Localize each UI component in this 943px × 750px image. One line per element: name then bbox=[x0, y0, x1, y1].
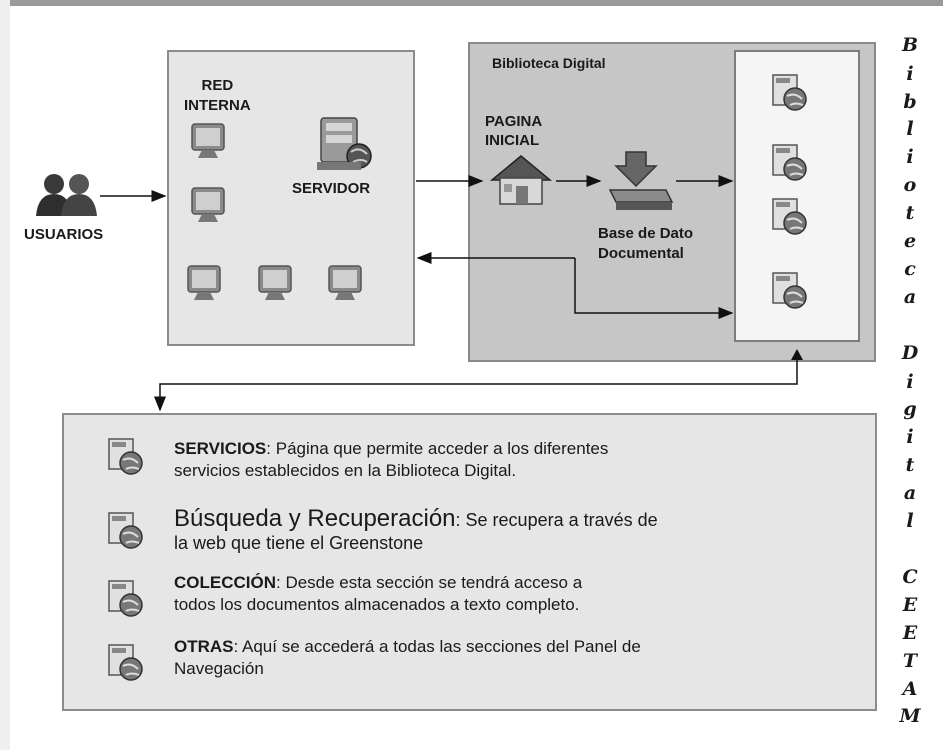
legend-description: : Aquí se accederá a todas las secciones… bbox=[233, 637, 641, 656]
database-label-line2: Documental bbox=[598, 245, 684, 262]
homepage-label-line1: PAGINA bbox=[485, 113, 543, 130]
side-title-letter: E bbox=[902, 594, 918, 616]
legend-description: : Se recupera a través de bbox=[455, 510, 658, 530]
network-title: RED INTERNA bbox=[184, 76, 251, 116]
side-title-letter: o bbox=[903, 174, 917, 196]
monitor-icon bbox=[187, 265, 221, 300]
side-title-letter: i bbox=[906, 63, 914, 85]
web-page-icon bbox=[772, 272, 807, 309]
web-page-icon bbox=[108, 580, 143, 617]
legend-box bbox=[62, 413, 877, 711]
legend-keyword: Búsqueda y Recuperación bbox=[174, 505, 456, 532]
side-title-letter: e bbox=[903, 230, 917, 252]
legend-item-servicios: SERVICIOS: Página que permite acceder a … bbox=[174, 438, 608, 482]
side-title-letter: D bbox=[901, 342, 919, 364]
homepage-label: PAGINA INICIAL bbox=[485, 112, 542, 150]
legend-description: Navegación bbox=[174, 659, 264, 678]
legend-keyword: SERVICIOS bbox=[174, 439, 267, 458]
legend-description: todos los documentos almacenados a texto… bbox=[174, 595, 580, 614]
users-label: USUARIOS bbox=[24, 226, 104, 243]
legend-description: : Desde esta sección se tendrá acceso a bbox=[276, 573, 583, 592]
side-title-letter: E bbox=[902, 622, 918, 644]
web-page-icon bbox=[108, 644, 143, 681]
side-title-letter: A bbox=[902, 678, 918, 700]
legend-description: la web que tiene el Greenstone bbox=[174, 533, 424, 553]
legend-item-busqueda: Búsqueda y Recuperación: Se recupera a t… bbox=[174, 505, 658, 554]
network-title-line1: RED bbox=[201, 77, 234, 94]
top-frame-border bbox=[0, 0, 943, 6]
side-title-letter: g bbox=[903, 398, 917, 420]
legend-item-coleccion: COLECCIÓN: Desde esta sección se tendrá … bbox=[174, 572, 582, 616]
legend-description: servicios establecidos en la Biblioteca … bbox=[174, 461, 517, 480]
homepage-label-line2: INICIAL bbox=[485, 132, 540, 149]
monitor-icon bbox=[191, 187, 225, 222]
legend-description: : Página que permite acceder a los difer… bbox=[266, 439, 609, 458]
side-title-letter: a bbox=[903, 286, 917, 308]
legend-item-otras: OTRAS: Aquí se accederá a todas las secc… bbox=[174, 636, 641, 680]
legend-keyword: OTRAS bbox=[174, 637, 234, 656]
database-label-line1: Base de Dato bbox=[598, 225, 694, 242]
database-icon bbox=[608, 151, 674, 210]
arrow-branch-to-pages bbox=[574, 258, 734, 319]
web-page-icon bbox=[772, 74, 807, 111]
side-title-letter: i bbox=[906, 426, 914, 448]
server-label: SERVIDOR bbox=[292, 180, 371, 197]
side-title-letter: b bbox=[903, 91, 917, 113]
home-icon bbox=[489, 155, 553, 205]
network-title-line2: INTERNA bbox=[184, 97, 251, 114]
side-title-letter: M bbox=[899, 705, 921, 727]
monitor-icon bbox=[191, 123, 225, 158]
monitor-icon bbox=[328, 265, 362, 300]
side-title-letter: l bbox=[906, 510, 914, 532]
side-title-letter: i bbox=[906, 371, 914, 393]
side-title-letter: t bbox=[905, 202, 915, 224]
side-title-letter: l bbox=[906, 118, 914, 140]
monitor-icon bbox=[258, 265, 292, 300]
legend-keyword: COLECCIÓN bbox=[174, 573, 276, 592]
web-page-icon bbox=[108, 438, 143, 475]
arrow-to-legend bbox=[154, 352, 798, 412]
left-frame-border bbox=[0, 0, 10, 750]
side-title-letter: a bbox=[903, 482, 917, 504]
server-icon bbox=[317, 117, 372, 170]
side-title-letter: C bbox=[902, 566, 918, 588]
database-label: Base de Dato Documental bbox=[598, 224, 693, 264]
users-icon bbox=[36, 174, 97, 216]
web-page-icon bbox=[772, 198, 807, 235]
web-page-icon bbox=[772, 144, 807, 181]
library-title: Biblioteca Digital bbox=[492, 55, 606, 71]
side-title-letter: B bbox=[901, 34, 919, 56]
side-title-letter: i bbox=[906, 146, 914, 168]
side-title-letter: t bbox=[905, 454, 915, 476]
side-title-letter: c bbox=[904, 258, 916, 280]
side-title-letter: T bbox=[902, 650, 918, 672]
web-page-icon bbox=[108, 512, 143, 549]
